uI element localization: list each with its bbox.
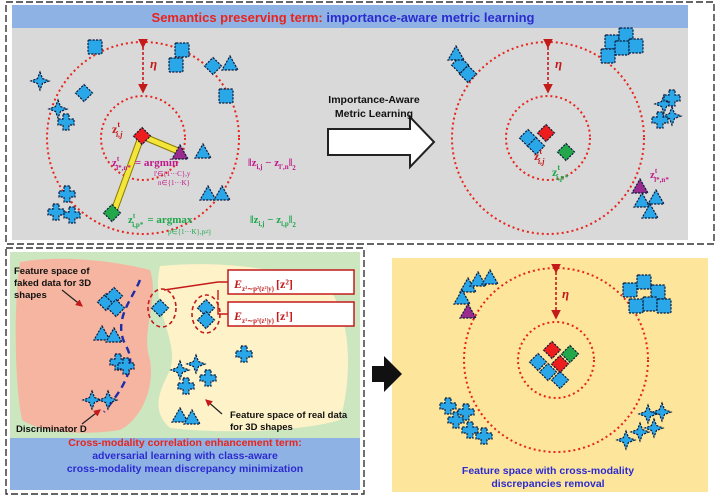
point-square [636, 274, 652, 290]
neg-formula-norm: ‖zi,j − zl',n‖2 [248, 157, 296, 172]
metric-learning-label: Importance-Aware Metric Learning [328, 94, 420, 120]
bottom-right-panel: η [392, 258, 708, 492]
br-outer-circle [463, 267, 649, 453]
br-inner-circle [517, 321, 595, 399]
bl-title-line1: Cross-modality correlation enhancement t… [68, 437, 302, 449]
br-title-line1: Feature space with cross-modality [461, 465, 635, 477]
point-square [628, 38, 644, 54]
br-eta-label: η [562, 286, 569, 301]
neg-formula-cond2: n∈{1···K} [158, 179, 190, 187]
point-square [656, 298, 672, 314]
connector-z1 [217, 302, 228, 315]
point-square [622, 282, 638, 298]
yellow-bar-pos [111, 137, 143, 214]
bottom-left-title: Cross-modality correlation enhancement t… [6, 437, 364, 476]
pos-formula-norm: ‖zi,j − zi,p‖2 [250, 214, 296, 229]
point-square [168, 57, 184, 73]
right-inner-circle [505, 95, 591, 181]
discriminator-boundary [103, 279, 142, 413]
discriminator-label: Discriminator D [16, 424, 87, 435]
point-square [642, 296, 658, 312]
bl-title-line2: adversarial learning with class-aware [92, 450, 278, 462]
bottom-left-panel: Ez²∼p²(z²|y)[z²] Ez¹∼p¹(z¹|y)[z¹] [5, 247, 365, 495]
faked-note-pointer [61, 289, 83, 307]
point-square [174, 42, 190, 58]
metric-learning-arrow [327, 114, 436, 170]
right-eta-label: η [555, 56, 562, 71]
expectation-z1-text: Ez¹∼p¹(z¹|y)[z¹] [233, 309, 293, 325]
connector-z2 [163, 281, 228, 291]
top-title: Semantics preserving term: importance-aw… [0, 10, 686, 25]
point-square [614, 40, 630, 56]
pos-formula-cond: p∈{1···K},p≠j [168, 228, 211, 236]
left-eta-label: η [150, 56, 157, 71]
left-inner-circle [100, 95, 186, 181]
bottom-right-title: Feature space with cross-modality discre… [392, 465, 704, 491]
br-title-line2: discrepancies removal [491, 478, 605, 490]
top-title-part2: importance-aware metric learning [326, 10, 535, 25]
faked-feature-note: Feature space of faked data for 3D shape… [14, 266, 92, 301]
discriminator-pointer [81, 409, 101, 425]
top-title-part1: Semantics preserving term: [151, 10, 323, 25]
faked-class-mean-ellipse [147, 288, 177, 328]
transition-arrow [372, 356, 402, 392]
point-square [218, 88, 234, 104]
bl-title-line3: cross-modality mean discrepancy minimiza… [66, 463, 304, 475]
expectation-z2-text: Ez²∼p²(z²|y)[z²] [233, 277, 293, 293]
neg-formula-cond1: l'∈{1···C},y [154, 170, 191, 178]
point-square [600, 48, 616, 64]
real-note-pointer [205, 399, 223, 415]
point-square [87, 39, 103, 55]
bottom-left-title-bar [10, 438, 360, 490]
expectation-box-z1 [227, 301, 355, 327]
point-square [628, 298, 644, 314]
real-feature-note: Feature space of real data for 3D shapes [230, 410, 348, 433]
top-title-bar [12, 5, 688, 28]
